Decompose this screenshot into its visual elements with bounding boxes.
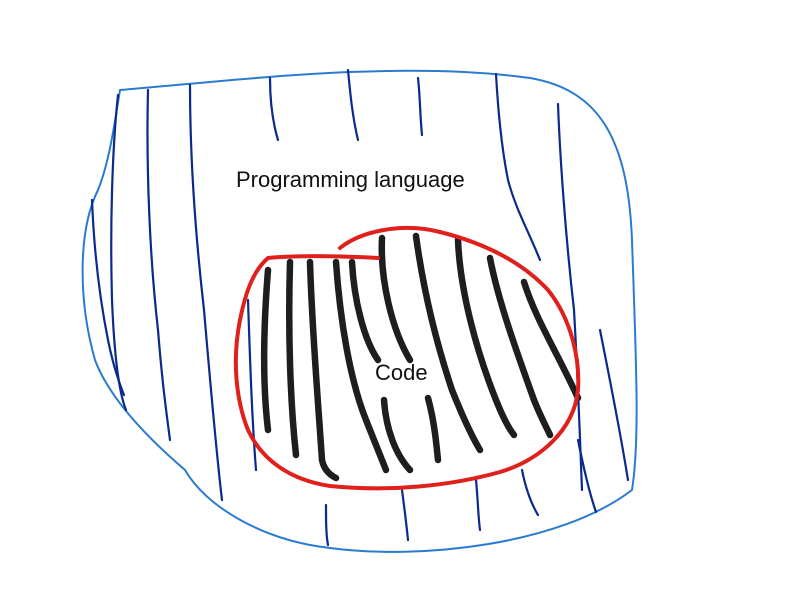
inner-region-label: Code [375, 360, 428, 385]
outer-region-hatching [90, 68, 630, 547]
outer-region-outline [81, 69, 638, 553]
inner-region-hatching [260, 232, 582, 482]
inner-region: Code [233, 225, 582, 491]
inner-region-outline [233, 225, 581, 491]
outer-region: Programming language [81, 68, 638, 553]
outer-region-label: Programming language [236, 167, 465, 192]
